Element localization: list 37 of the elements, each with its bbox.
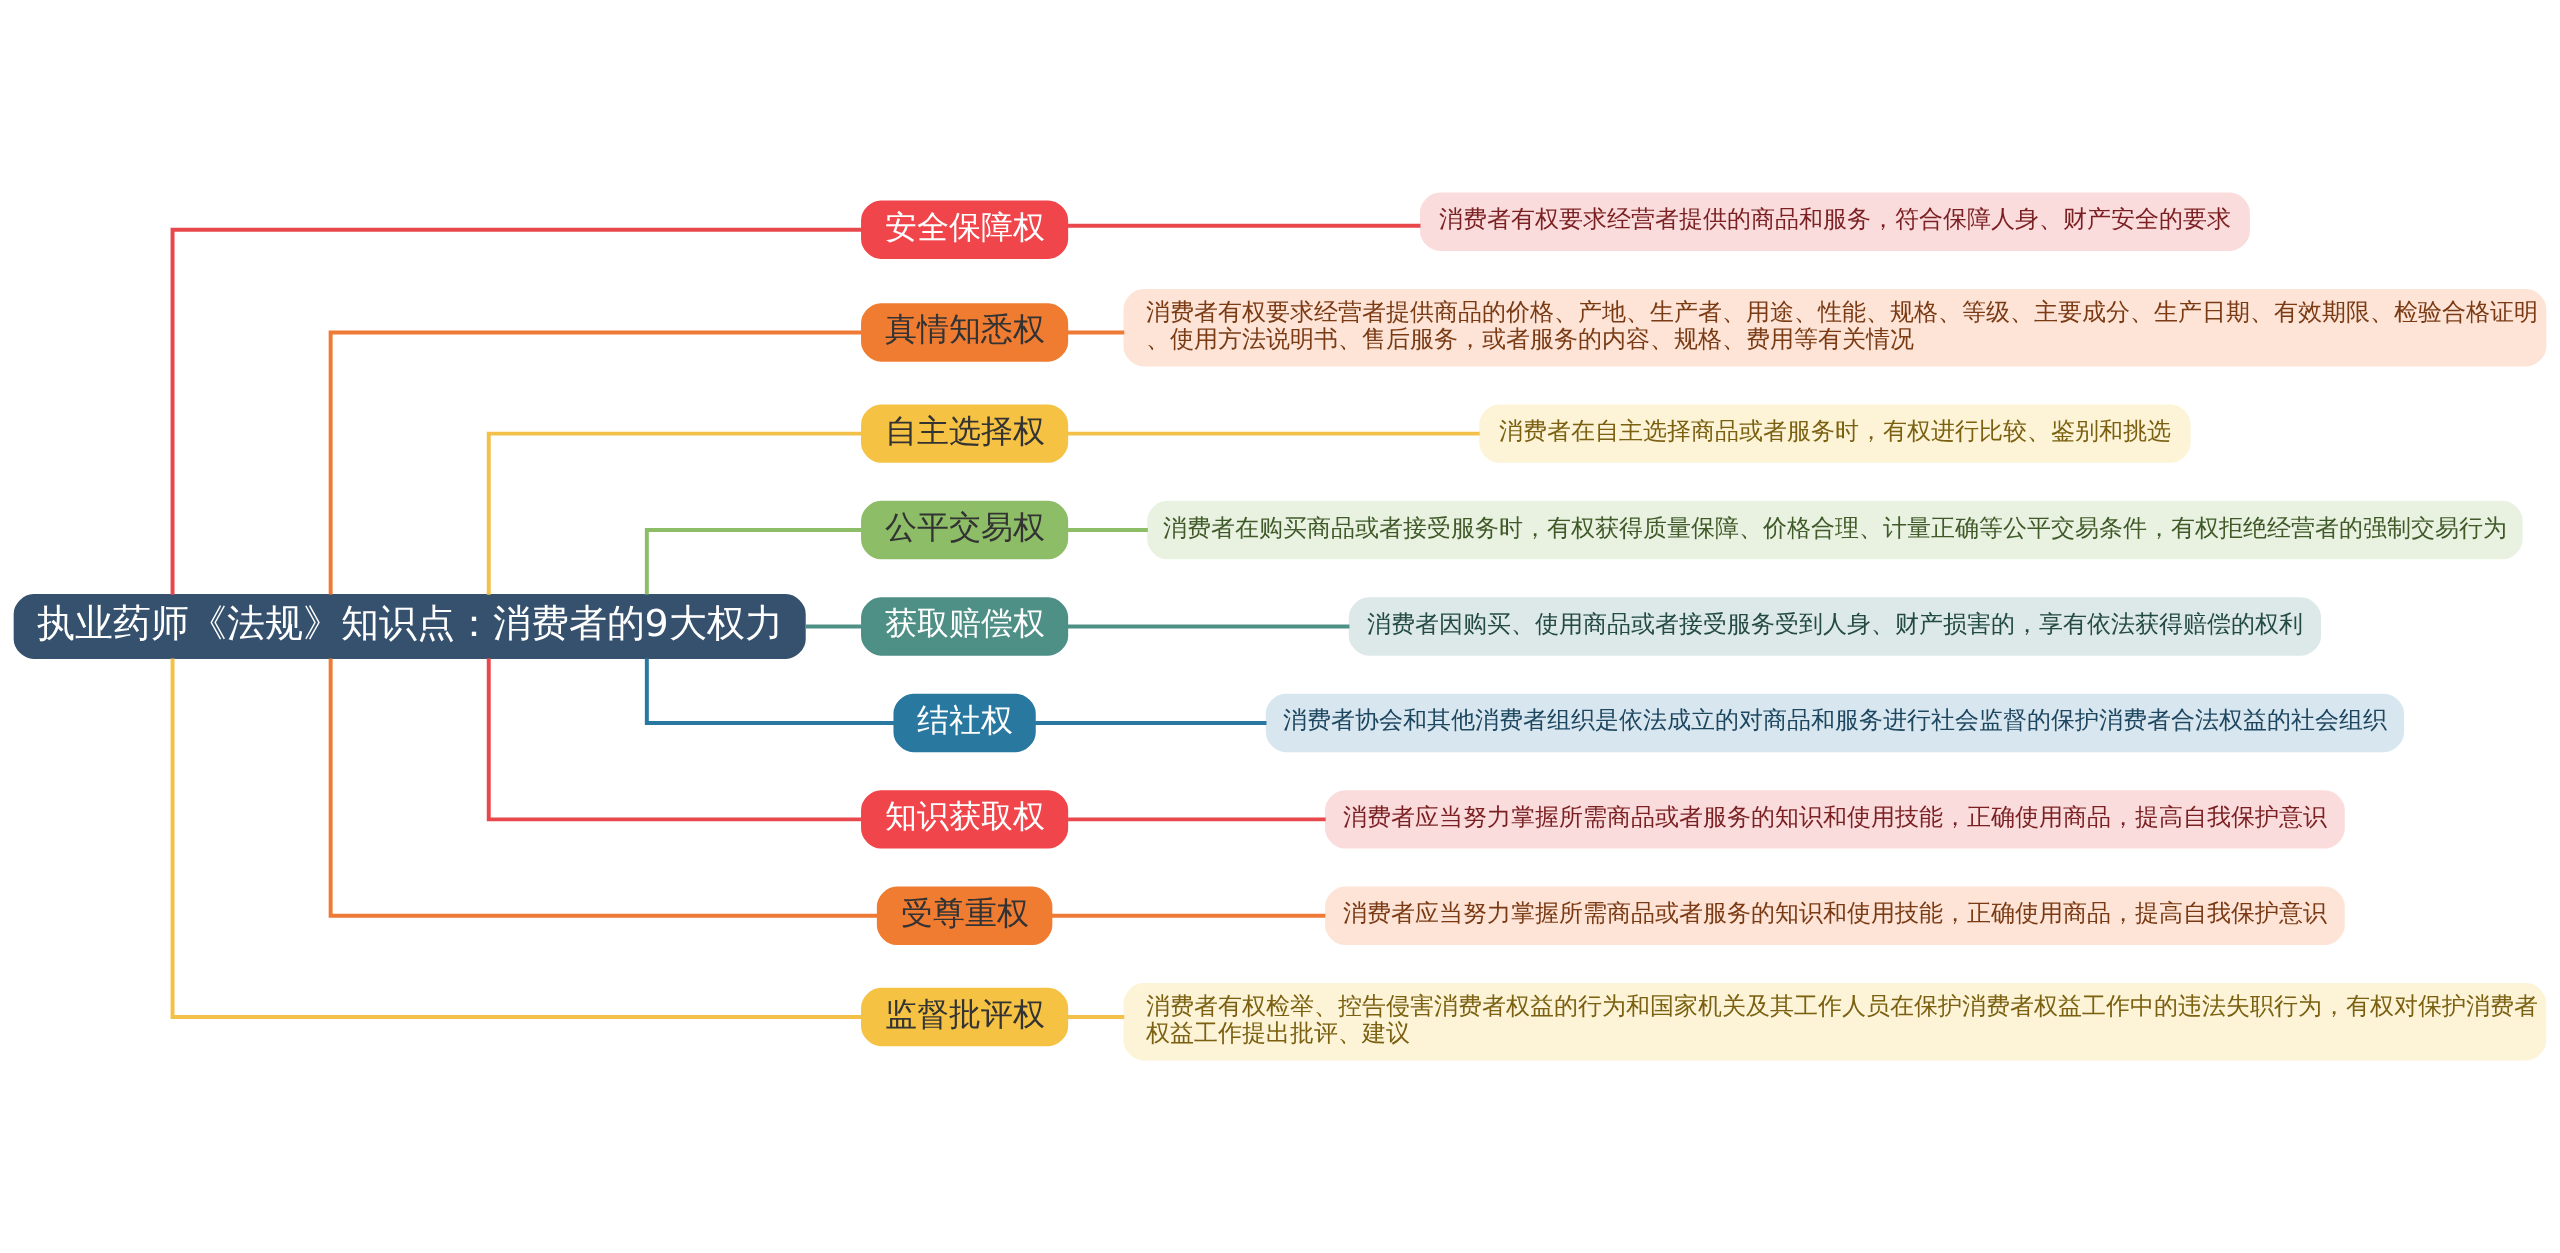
node-box: 监督批评权: [861, 987, 1069, 1047]
connector: [805, 624, 862, 629]
node-box: 安全保障权: [861, 200, 1069, 259]
node-box: 消费者应当努力掌握所需商品或者服务的知识和使用技能，正确使用商品，提高自我保护意识: [1325, 790, 2345, 849]
connector: [328, 330, 862, 595]
node-box: 消费者有权检举、控告侵害消费者权益的行为和国家机关及其工作人员在保护消费者权益工作中的违法失职行为，有权对保护消费者权益工作提出批评、建议: [1123, 983, 2547, 1061]
connector: [1067, 817, 1326, 822]
node-box: 消费者有权要求经营者提供商品的价格、产地、生产者、用途、性能、规格、等级、主要成分、生产日期、有效期限、检验合格证明、使用方法说明书、售后服务，或者服务的内容、规格、费用等有关情况: [1123, 288, 2547, 367]
connector: [1067, 431, 1480, 436]
connector: [1035, 720, 1267, 725]
node-box: 消费者在购买商品或者接受服务时，有权获得质量保障、价格合理、计量正确等公平交易条件，有权拒绝经营者的强制交易行为: [1147, 500, 2523, 560]
connector: [1067, 528, 1148, 533]
connector: [170, 227, 862, 595]
node-box: 获取赔偿权: [861, 597, 1069, 656]
node-box: 公平交易权: [861, 500, 1069, 560]
node-box: 消费者因购买、使用商品或者接受服务受到人身、财产损害的，享有依法获得赔偿的权利: [1348, 597, 2322, 656]
node-box: 消费者有权要求经营者提供的商品和服务，符合保障人身、财产安全的要求: [1419, 192, 2250, 252]
connector: [644, 658, 895, 725]
connector: [486, 431, 862, 595]
connector: [486, 658, 862, 822]
connector: [1067, 624, 1350, 629]
node-box: 知识获取权: [861, 790, 1069, 849]
node-box: 消费者协会和其他消费者组织是依法成立的对商品和服务进行社会监督的保护消费者合法权益的社会组织: [1265, 693, 2405, 753]
connector: [170, 658, 862, 1019]
connector: [1067, 330, 1125, 335]
node-box: 受尊重权: [876, 886, 1053, 946]
connector: [1067, 223, 1421, 228]
node-box: 执业药师《法规》知识点：消费者的9大权力: [13, 594, 806, 659]
connector: [1067, 1015, 1125, 1019]
connector: [644, 528, 862, 595]
connector: [1051, 913, 1326, 918]
node-box: 消费者在自主选择商品或者服务时，有权进行比较、鉴别和挑选: [1479, 404, 2191, 463]
node-box: 自主选择权: [861, 404, 1069, 463]
node-box: 消费者应当努力掌握所需商品或者服务的知识和使用技能，正确使用商品，提高自我保护意识: [1325, 886, 2345, 946]
node-box: 真情知悉权: [861, 303, 1069, 362]
connector: [328, 658, 878, 918]
node-box: 结社权: [893, 693, 1036, 753]
